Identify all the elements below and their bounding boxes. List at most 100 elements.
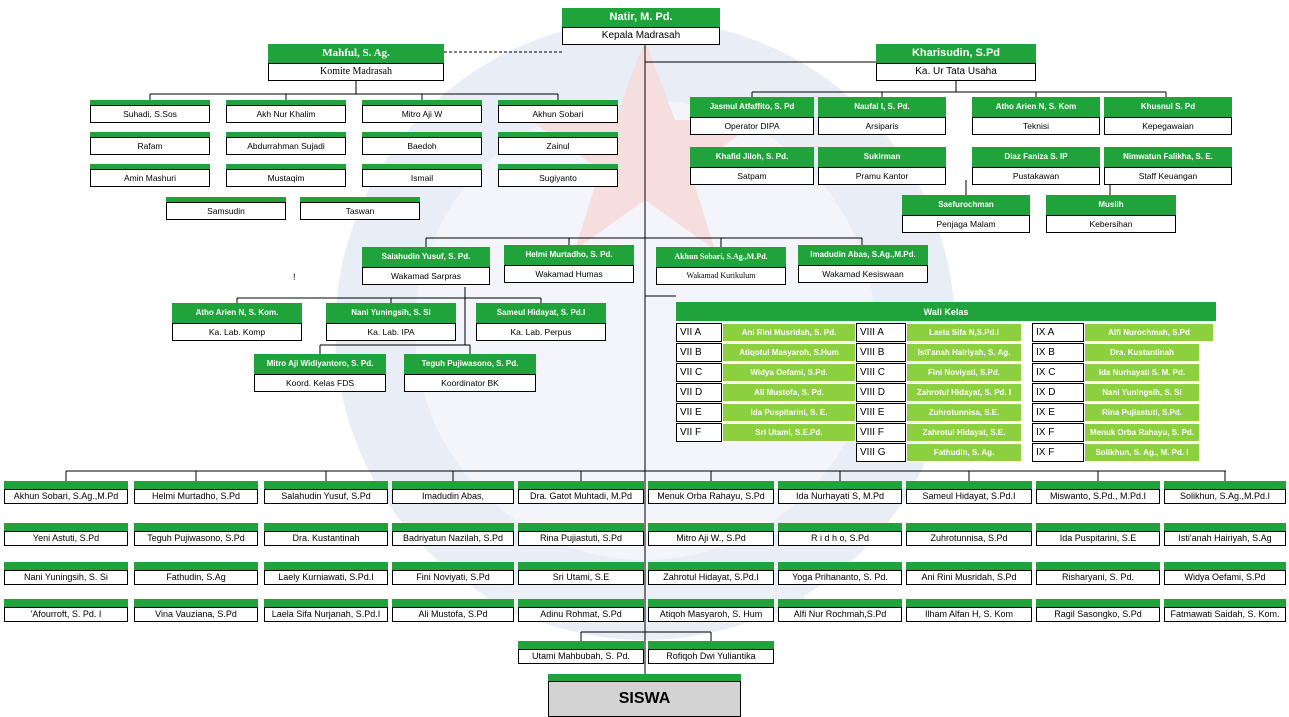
kelas-label: VIII C bbox=[856, 363, 906, 382]
tu-staff-role: Kepegawaian bbox=[1104, 117, 1232, 135]
kelas-label: IX B bbox=[1032, 343, 1084, 362]
teacher-box: Menuk Orba Rahayu, S.Pd bbox=[648, 481, 774, 504]
teacher-header bbox=[1036, 599, 1160, 607]
teacher-box: Imadudin Abas, bbox=[392, 481, 514, 504]
komite-member-header bbox=[90, 100, 210, 105]
head-box: Natir, M. Pd. Kepala Madrasah bbox=[562, 8, 720, 45]
komite-member-header bbox=[362, 164, 482, 169]
teacher-box: Zahrotul Hidayat, S.Pd.I bbox=[648, 562, 774, 585]
teacher-header bbox=[1036, 523, 1160, 531]
unit-role: Ka. Lab. Perpus bbox=[476, 323, 606, 341]
teacher-box: Helmi Murtadho, S.Pd bbox=[134, 481, 258, 504]
teacher-header bbox=[4, 481, 128, 489]
teacher-name: Ali Mustofa, S.Pd bbox=[392, 607, 514, 622]
komite-member-box: Amin Mashuri bbox=[90, 164, 210, 187]
teacher-name: Fathudin, S.Ag bbox=[134, 570, 258, 585]
teacher-name: R i d h o, S.Pd bbox=[778, 531, 902, 546]
teacher-name: Yoga Prihananto, S. Pd. bbox=[778, 570, 902, 585]
tu-staff-box: Naufal I, S. Pd.Arsiparis bbox=[818, 97, 946, 135]
komite-member-box: Sugiyanto bbox=[498, 164, 618, 187]
tu-box: Kharisudin, S.Pd Ka. Ur Tata Usaha bbox=[876, 44, 1036, 81]
teacher-name: Yeni Astuti, S.Pd bbox=[4, 531, 128, 546]
teacher-header bbox=[778, 599, 902, 607]
teacher-name: Mitro Aji W., S.Pd bbox=[648, 531, 774, 546]
teacher-name: Ilham Alfan H, S. Kom bbox=[906, 607, 1032, 622]
unit-box: Teguh Pujiwasono, S. Pd.Koordinator BK bbox=[404, 354, 536, 392]
teacher-header bbox=[134, 481, 258, 489]
kelas-label: VIII B bbox=[856, 343, 906, 362]
teacher-header bbox=[264, 523, 388, 531]
teacher-name: Imadudin Abas, bbox=[392, 489, 514, 504]
teacher-box: Laela Sifa Nurjanah, S.Pd.I bbox=[264, 599, 388, 622]
teacher-name: Adinu Rohmat, S.Pd bbox=[518, 607, 644, 622]
tu-staff-name: Sukirman bbox=[818, 147, 946, 167]
teacher-header bbox=[906, 599, 1032, 607]
unit-name: Atho Arien N, S. Kom. bbox=[172, 303, 302, 323]
komite-member-header bbox=[226, 164, 346, 169]
head-role: Kepala Madrasah bbox=[562, 27, 720, 45]
teacher-box: Laely Kurniawati, S.Pd.I bbox=[264, 562, 388, 585]
komite-member-name: Akhun Sobari bbox=[498, 105, 618, 123]
komite-member-name: Abdurrahman Sujadi bbox=[226, 137, 346, 155]
teacher-name: Fini Noviyati, S.Pd bbox=[392, 570, 514, 585]
teacher-name: Atiqoh Masyaroh, S. Hum bbox=[648, 607, 774, 622]
komite-member-header bbox=[226, 100, 346, 105]
teacher-name: Laely Kurniawati, S.Pd.I bbox=[264, 570, 388, 585]
tu-staff-name: Khafid Jiloh, S. Pd. bbox=[690, 147, 814, 167]
komite-member-header bbox=[226, 132, 346, 137]
kelas-label: IX D bbox=[1032, 383, 1084, 402]
teacher-header bbox=[264, 562, 388, 570]
komite-box: Mahful, S. Ag. Komite Madrasah bbox=[268, 44, 444, 81]
teacher-box: Alfi Nur Rochmah,S.Pd bbox=[778, 599, 902, 622]
teacher-header bbox=[906, 562, 1032, 570]
komite-member-header bbox=[498, 164, 618, 169]
teacher-header bbox=[134, 562, 258, 570]
teacher-box: Teguh Pujiwasono, S.Pd bbox=[134, 523, 258, 546]
teacher-header bbox=[392, 599, 514, 607]
komite-member-box: Baedoh bbox=[362, 132, 482, 155]
teacher-header bbox=[1164, 562, 1286, 570]
teacher-header bbox=[906, 481, 1032, 489]
wakamad-role: Wakamad Sarpras bbox=[362, 267, 490, 285]
komite-member-box: Suhadi, S.Sos bbox=[90, 100, 210, 123]
komite-member-name: Akh Nur Khalim bbox=[226, 105, 346, 123]
kelas-label: VIII E bbox=[856, 403, 906, 422]
kelas-label: IX E bbox=[1032, 403, 1084, 422]
komite-member-box: Samsudin bbox=[166, 197, 286, 220]
siswa-box: SISWA bbox=[548, 674, 741, 717]
teacher-name: Laela Sifa Nurjanah, S.Pd.I bbox=[264, 607, 388, 622]
wali-kelas-title: Wali Kelas bbox=[676, 302, 1216, 321]
teacher-name: Salahudin Yusuf, S.Pd bbox=[264, 489, 388, 504]
teacher-name: Isti'anah Hairiyah, S.Ag bbox=[1164, 531, 1286, 546]
teacher-header bbox=[264, 599, 388, 607]
komite-member-header bbox=[300, 197, 420, 202]
teacher-box: Fathudin, S.Ag bbox=[134, 562, 258, 585]
tu-staff-role: Arsiparis bbox=[818, 117, 946, 135]
komite-member-header bbox=[498, 100, 618, 105]
tu-role: Ka. Ur Tata Usaha bbox=[876, 63, 1036, 81]
teacher-header bbox=[518, 523, 644, 531]
unit-role: Koordinator BK bbox=[404, 374, 536, 392]
teacher-name: Ida Nurhayati S, M.Pd bbox=[778, 489, 902, 504]
tu-staff-name: Atho Arien N, S. Kom bbox=[972, 97, 1100, 117]
teacher-box: Solikhun, S.Ag.,M.Pd.I bbox=[1164, 481, 1286, 504]
wakamad-role: Wakamad Humas bbox=[504, 265, 634, 283]
teacher-name: Rina Pujiastuti, S.Pd bbox=[518, 531, 644, 546]
tu-staff-role: Pustakawan bbox=[972, 167, 1100, 185]
wali-kelas-name: Ali Mustofa, S. Pd. bbox=[722, 383, 856, 402]
teacher-header bbox=[392, 562, 514, 570]
komite-member-header bbox=[90, 164, 210, 169]
komite-member-name: Mitro Aji W bbox=[362, 105, 482, 123]
tu-staff-role: Pramu Kantor bbox=[818, 167, 946, 185]
tu-staff-role: Satpam bbox=[690, 167, 814, 185]
komite-member-box: Mitro Aji W bbox=[362, 100, 482, 123]
teacher-header bbox=[778, 562, 902, 570]
tu-staff-role: Kebersihan bbox=[1046, 215, 1176, 233]
teacher-name: Risharyani, S. Pd. bbox=[1036, 570, 1160, 585]
kelas-label: IX F bbox=[1032, 443, 1084, 462]
kelas-label: VIII A bbox=[856, 323, 906, 342]
teacher-name: Ani Rini Musridah, S.Pd bbox=[906, 570, 1032, 585]
komite-name: Mahful, S. Ag. bbox=[268, 44, 444, 63]
